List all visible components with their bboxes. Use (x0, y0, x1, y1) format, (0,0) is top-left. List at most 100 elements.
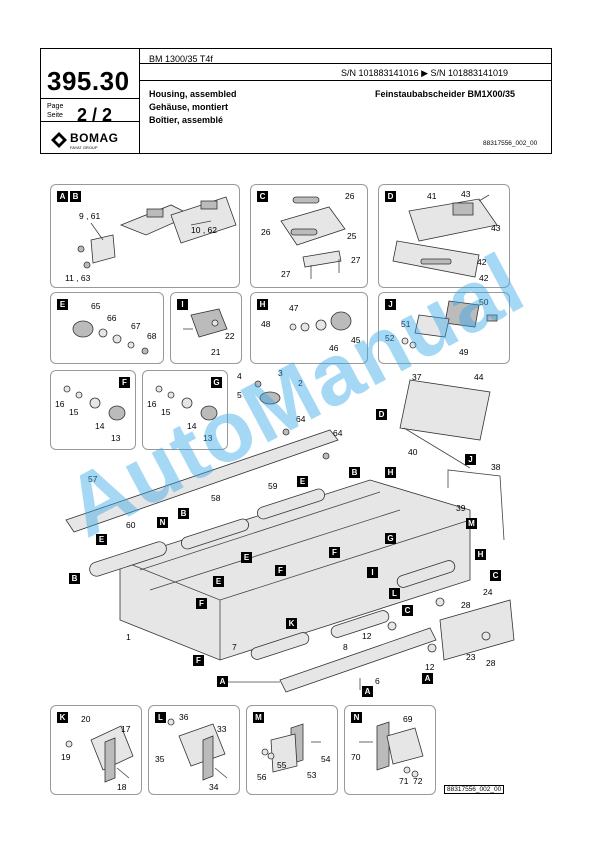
part-number: 13 (203, 433, 213, 443)
part-number: 9 , 61 (79, 211, 101, 221)
detail-tag: E (241, 552, 252, 563)
detail-panel-m: M 55 54 56 53 (246, 705, 338, 795)
detail-tag: J (465, 454, 476, 465)
divider (139, 63, 551, 64)
part-number: 41 (427, 191, 437, 201)
part-number: 20 (81, 714, 91, 724)
part-number: 28 (461, 600, 471, 610)
doc-reference: 88317556_002_00 (483, 140, 538, 147)
part-number: 24 (483, 587, 493, 597)
detail-tag: K (57, 712, 68, 723)
detail-panel-c: C 26 26 25 27 27 (250, 184, 368, 288)
part-number: 15 (161, 407, 171, 417)
panel-g-drawing (155, 385, 218, 421)
part-number: 43 (491, 223, 501, 233)
part-number: 25 (347, 231, 357, 241)
detail-tag: E (297, 476, 308, 487)
detail-panel-g: G 16 15 14 13 (142, 370, 228, 450)
title-fr: Boîtier, assemblé (149, 115, 224, 125)
detail-tag: N (157, 517, 168, 528)
part-number: 17 (121, 724, 131, 734)
panel-l-drawing (167, 718, 228, 781)
bomag-diamond-icon (51, 131, 67, 148)
detail-tag: H (475, 549, 486, 560)
detail-tag: C (257, 191, 268, 202)
detail-panel-j: J 50 51 52 49 (378, 292, 510, 364)
part-number: 51 (401, 319, 411, 329)
part-number: 72 (413, 776, 423, 786)
part-number: 42 (477, 257, 487, 267)
part-number: 37 (412, 372, 422, 382)
detail-panel-i: I 22 21 (170, 292, 242, 364)
detail-tag: B (178, 508, 189, 519)
part-number: 65 (91, 301, 101, 311)
part-number: 67 (131, 321, 141, 331)
part-number: 64 (333, 428, 343, 438)
panel-c-drawing (280, 196, 346, 279)
panel-m-drawing (261, 723, 321, 773)
part-number: 55 (277, 760, 287, 770)
part-number: 6 (375, 676, 380, 686)
detail-tag: H (257, 299, 268, 310)
divider (139, 49, 140, 153)
part-number: 28 (486, 658, 496, 668)
divider (41, 98, 139, 99)
part-number: 7 (232, 642, 237, 652)
part-number: 43 (461, 189, 471, 199)
page-label-en: Page (47, 103, 64, 110)
detail-panel-h: H 47 48 45 46 (250, 292, 368, 364)
part-number: 38 (491, 462, 501, 472)
part-number: 13 (111, 433, 121, 443)
detail-tag: A (362, 686, 373, 697)
part-number: 23 (466, 652, 476, 662)
part-number: 3 (278, 368, 283, 378)
detail-panel-ab: A B 9 , 61 10 , 62 11 , 63 (50, 184, 240, 288)
part-number: 12 (425, 662, 435, 672)
part-number: 64 (296, 414, 306, 424)
panel-h-drawing (289, 311, 352, 332)
part-number: 66 (107, 313, 117, 323)
detail-tag: F (196, 598, 207, 609)
page-count: 2 / 2 (77, 105, 113, 125)
panel-e-drawing (72, 320, 149, 355)
detail-tag: F (119, 377, 130, 388)
detail-tag: G (385, 533, 396, 544)
part-number: 21 (211, 347, 221, 357)
part-number: 40 (408, 447, 418, 457)
part-number: 47 (289, 303, 299, 313)
part-number: 27 (351, 255, 361, 265)
part-number: 44 (474, 372, 484, 382)
panel-f-drawing (63, 385, 126, 421)
title-de: Gehäuse, montiert (149, 102, 229, 112)
detail-tag: L (389, 588, 400, 599)
divider (139, 80, 551, 81)
detail-tag: F (193, 655, 204, 666)
part-number: 26 (345, 191, 355, 201)
part-number: 1 (126, 632, 131, 642)
detail-panel-f: F 16 15 14 13 (50, 370, 136, 450)
part-number: 4 (237, 371, 242, 381)
detail-tag: E (213, 576, 224, 587)
detail-tag: E (96, 534, 107, 545)
detail-panel-d: D 41 43 43 42 42 (378, 184, 510, 288)
detail-panel-n: N 69 70 71 72 (344, 705, 436, 795)
part-number: 71 (399, 776, 409, 786)
part-number: 5 (237, 390, 242, 400)
detail-tag: K (286, 618, 297, 629)
divider (41, 121, 139, 122)
part-number: 68 (147, 331, 157, 341)
panel-d-drawing (392, 194, 498, 278)
detail-tag: E (57, 299, 68, 310)
detail-tag: C (490, 570, 501, 581)
title-block: 395.30 Page Seite 2 / 2 BOMAG FAYAT GROU… (40, 48, 552, 154)
part-number: 48 (261, 319, 271, 329)
assembly-subtitle: Feinstaubabscheider BM1X00/35 (375, 89, 516, 99)
page-label-de: Seite (47, 112, 63, 119)
detail-tag: N (351, 712, 362, 723)
part-number: 19 (61, 752, 71, 762)
detail-tag: H (385, 467, 396, 478)
detail-tag: A (217, 676, 228, 687)
detail-tag: B (70, 191, 81, 202)
part-number: 8 (343, 642, 348, 652)
part-number: 11 , 63 (65, 273, 91, 283)
